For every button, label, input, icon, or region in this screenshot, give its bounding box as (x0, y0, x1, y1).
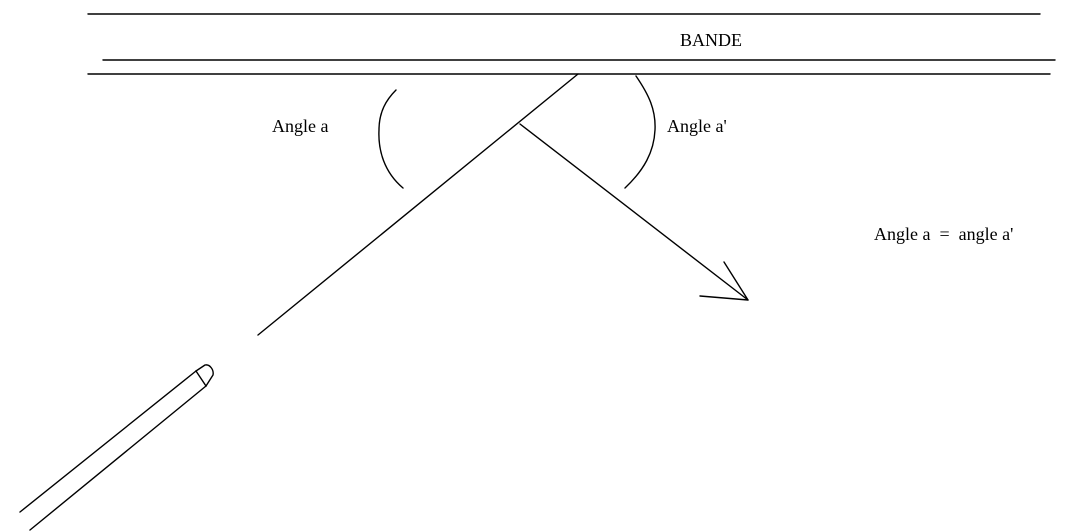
billiard-cue-icon (20, 365, 213, 530)
angle-a-prime-label: Angle a' (667, 116, 727, 136)
angle-a-prime-arc (625, 76, 655, 188)
angle-equality-label: Angle a = angle a' (874, 224, 1013, 244)
outgoing-path-line (520, 124, 748, 300)
angle-a-label: Angle a (272, 116, 328, 136)
cushion-label: BANDE (680, 30, 742, 50)
incoming-path-line (258, 74, 578, 335)
angle-a-arc (379, 90, 403, 188)
